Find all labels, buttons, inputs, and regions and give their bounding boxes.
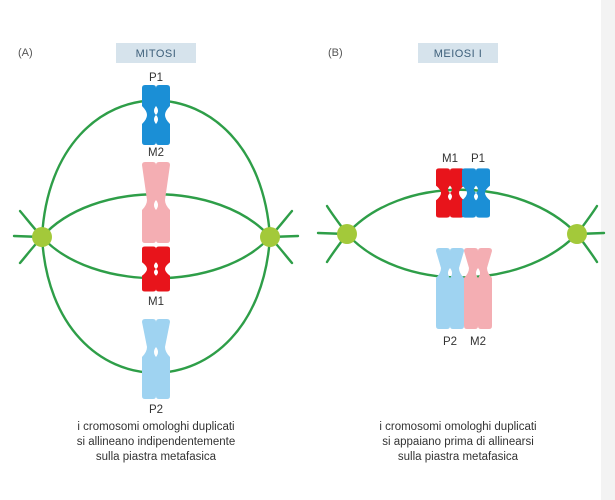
meiosi-chromosome-m2 <box>464 248 492 329</box>
meiosi-chromosome-p1 <box>462 168 490 218</box>
meiosi-label-m1: M1 <box>442 153 458 165</box>
mitosi-caption-line: sulla piastra metafasica <box>96 451 217 463</box>
meiosi-chromosome-p2 <box>436 248 464 329</box>
panel-meiosi: (B) MEIOSI I <box>316 43 606 463</box>
panel-a-letter: (A) <box>18 47 33 59</box>
meiosi-right-pole <box>567 224 587 244</box>
meiosi-label-m2: M2 <box>470 336 486 348</box>
mitosi-caption: i cromosomi omologhi duplicati si alline… <box>77 421 236 463</box>
page-edge-strip <box>601 0 615 500</box>
meiosi-caption-line: sulla piastra metafasica <box>398 451 519 463</box>
meiosi-caption-line: si appaiano prima di allinearsi <box>382 436 534 448</box>
panel-mitosi: (A) MITOSI <box>12 43 300 463</box>
meiosi-caption: i cromosomi omologhi duplicati si appaia… <box>379 421 536 463</box>
mitosi-title: MITOSI <box>136 48 177 60</box>
mitosi-left-pole <box>32 227 52 247</box>
mitosi-chromosome-m1 <box>142 246 170 292</box>
mitosi-right-pole <box>260 227 280 247</box>
mitosi-label-m1: M1 <box>148 296 164 308</box>
mitosi-chromosome-m2 <box>142 162 170 243</box>
meiosi-caption-line: i cromosomi omologhi duplicati <box>379 421 536 433</box>
mitosi-title-badge <box>116 43 196 63</box>
meiosi-label-p1: P1 <box>471 153 485 165</box>
meiosi-title-badge <box>418 43 498 63</box>
meiosi-title: MEIOSI I <box>434 48 483 60</box>
mitosi-label-m2: M2 <box>148 147 164 159</box>
mitosi-chromosome-p2 <box>142 319 170 399</box>
mitosi-caption-line: si allineano indipendentemente <box>77 436 236 448</box>
meiosi-chromosome-m1 <box>436 168 464 218</box>
meiosi-label-p2: P2 <box>443 336 457 348</box>
mitosi-chromosome-p1 <box>142 85 170 145</box>
panel-b-letter: (B) <box>328 47 343 59</box>
mitosi-caption-line: i cromosomi omologhi duplicati <box>77 421 234 433</box>
mitosi-label-p1: P1 <box>149 72 163 84</box>
mitosi-label-p2: P2 <box>149 404 163 416</box>
meiosi-left-pole <box>337 224 357 244</box>
